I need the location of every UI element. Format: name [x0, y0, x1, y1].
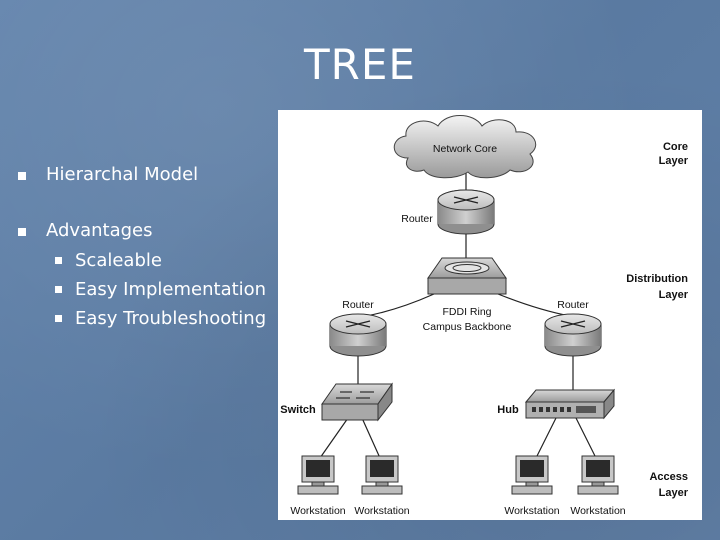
- workstation-1: Workstation: [290, 455, 346, 517]
- slide-title: TREE: [304, 40, 416, 89]
- fddi-sublabel: Campus Backbone: [423, 321, 512, 333]
- left-router-label: Router: [342, 299, 374, 311]
- core-layer-label-2: Layer: [659, 155, 689, 167]
- network-diagram-svg: Network Core Router FDDI Ring Campus Bac…: [280, 115, 689, 517]
- right-router-label: Router: [557, 299, 589, 311]
- distribution-layer-label-2: Layer: [659, 289, 689, 301]
- workstation-label: Workstation: [504, 505, 559, 517]
- fddi-label: FDDI Ring: [442, 306, 491, 318]
- fddi-ring-device: FDDI Ring Campus Backbone: [423, 257, 512, 333]
- access-layer-label-2: Layer: [659, 487, 689, 499]
- cloud-label: Network Core: [433, 143, 497, 155]
- square-bullet-icon: [55, 286, 62, 293]
- sub-bullet-text: Scaleable: [75, 250, 162, 271]
- workstation-label: Workstation: [354, 505, 409, 517]
- switch-label: Switch: [280, 404, 316, 416]
- core-router: Router: [401, 189, 495, 235]
- right-router: Router: [544, 299, 602, 357]
- workstation-label: Workstation: [290, 505, 345, 517]
- workstation-2: Workstation: [354, 455, 410, 517]
- core-layer-label-1: Core: [663, 141, 688, 153]
- square-bullet-icon: [18, 228, 26, 236]
- left-router: Router: [329, 299, 387, 357]
- sub-bullet-text: Easy Troubleshooting: [75, 308, 267, 329]
- distribution-layer-label-1: Distribution: [626, 273, 688, 285]
- workstation-3: Workstation: [504, 455, 560, 517]
- bullet-text: Advantages: [46, 220, 153, 241]
- switch-device: Switch: [280, 382, 393, 422]
- core-router-label: Router: [401, 213, 433, 225]
- hub-label: Hub: [497, 404, 519, 416]
- workstation-label: Workstation: [570, 505, 625, 517]
- layer-labels: Core Layer Distribution Layer Access Lay…: [626, 141, 688, 499]
- sub-bullet-text: Easy Implementation: [75, 279, 267, 300]
- network-diagram: Network Core Router FDDI Ring Campus Bac…: [278, 110, 702, 520]
- bullet-text: Hierarchal Model: [46, 164, 199, 185]
- hub-device: Hub: [497, 388, 616, 420]
- workstation-4: Workstation: [570, 455, 626, 517]
- network-core-cloud: Network Core: [393, 115, 537, 179]
- access-layer-label-1: Access: [649, 471, 688, 483]
- square-bullet-icon: [55, 257, 62, 264]
- square-bullet-icon: [18, 172, 26, 180]
- square-bullet-icon: [55, 315, 62, 322]
